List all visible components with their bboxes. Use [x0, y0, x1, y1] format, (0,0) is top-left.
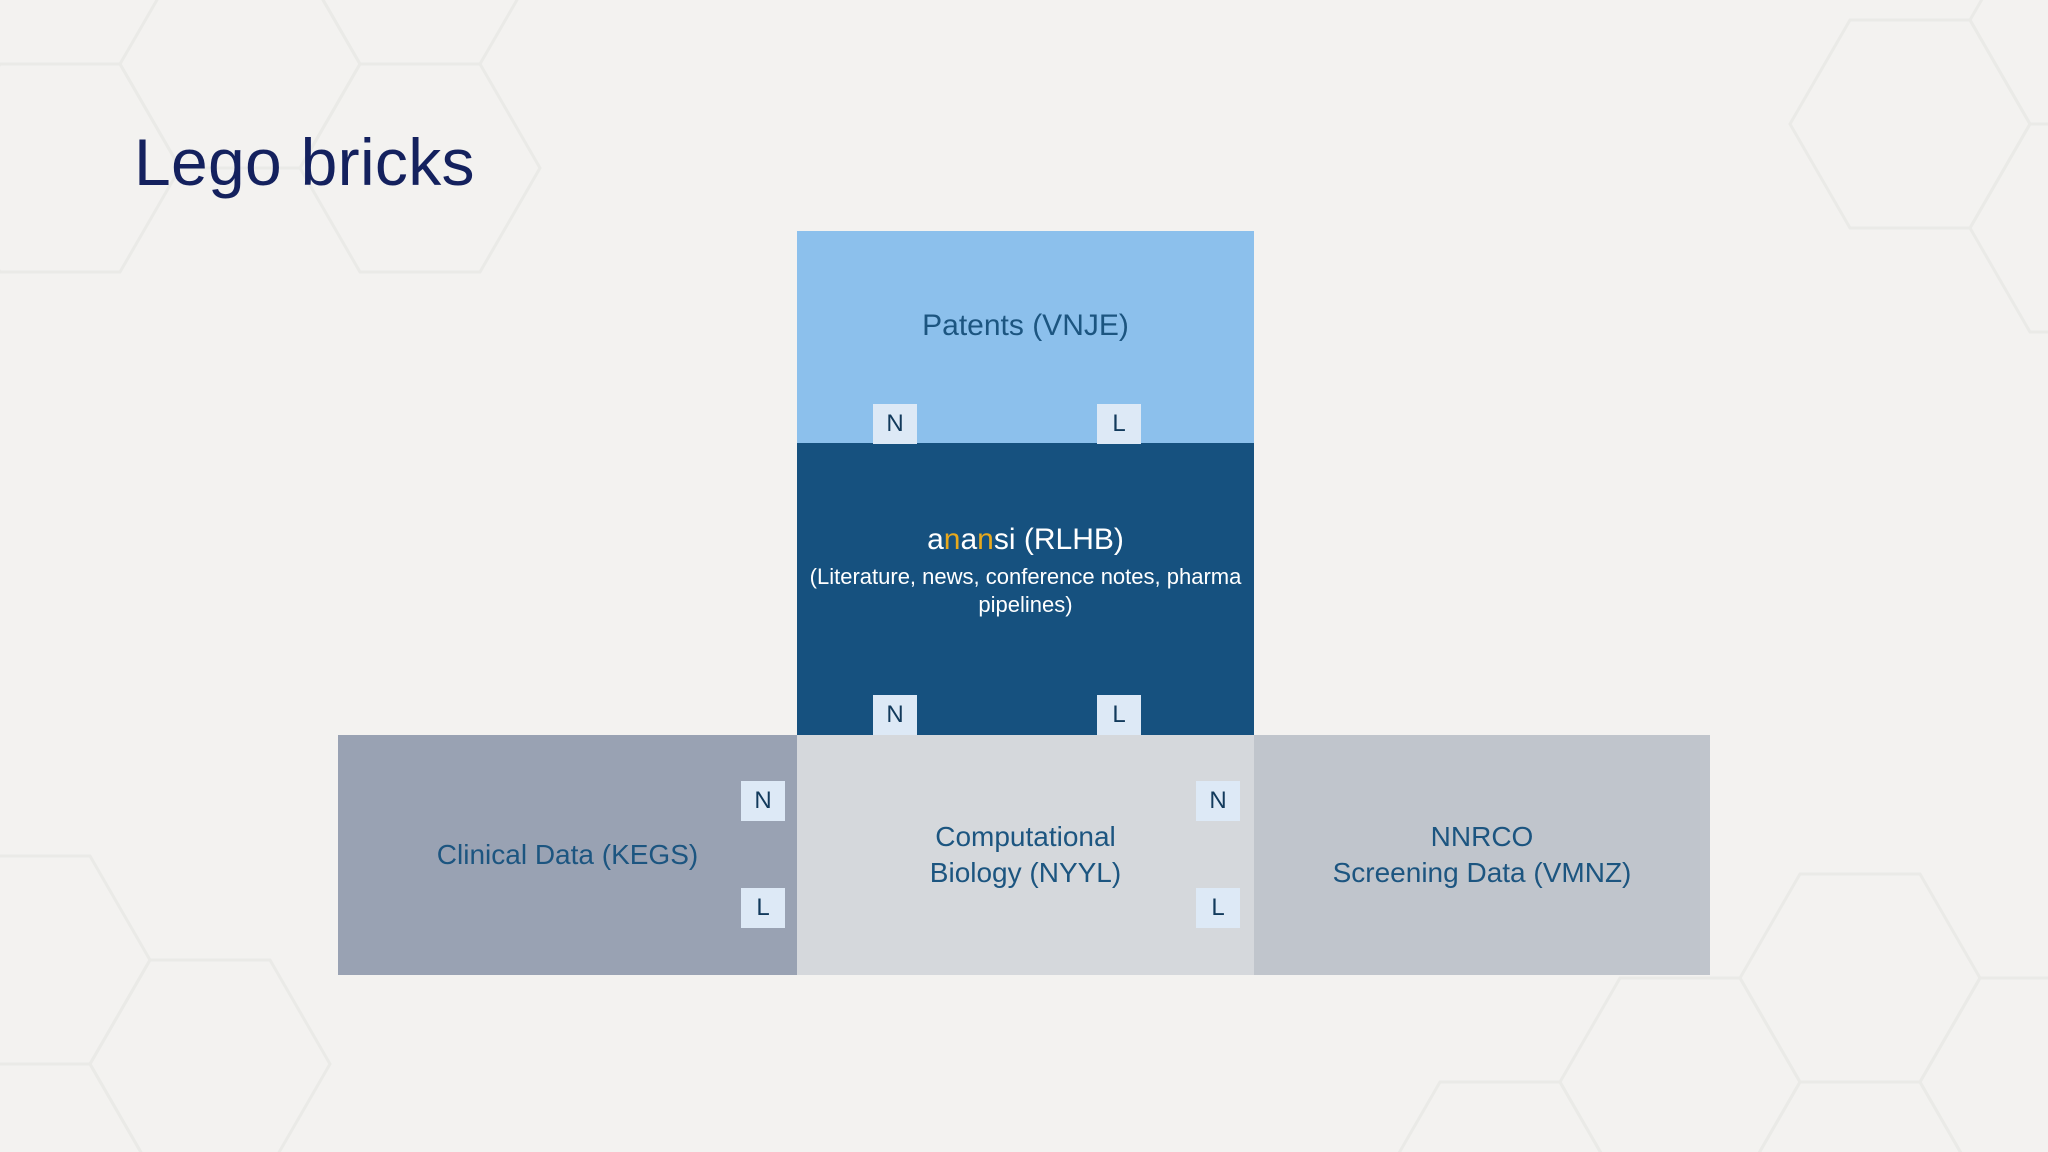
- brick-anansi-subtitle: (Literature, news, conference notes, pha…: [809, 563, 1242, 618]
- stud-clinical-compbio-n[interactable]: N: [741, 781, 785, 821]
- compbio-line-1: Computational: [935, 821, 1116, 853]
- brick-clinical-data-label: Clinical Data (KEGS): [436, 839, 699, 871]
- compbio-line-2: Biology (NYYL): [929, 857, 1122, 888]
- screening-line-1: NNRCO: [1430, 821, 1534, 853]
- stud-patents-anansi-n[interactable]: N: [873, 404, 917, 444]
- anansi-letter-n1: n: [943, 523, 961, 557]
- brick-patents[interactable]: Patents (VNJE): [797, 231, 1254, 444]
- anansi-letter-n2: n: [977, 523, 994, 557]
- brick-clinical-data[interactable]: Clinical Data (KEGS): [338, 735, 797, 975]
- stud-compbio-screening-n[interactable]: N: [1196, 781, 1240, 821]
- stud-clinical-compbio-l[interactable]: L: [741, 888, 785, 928]
- stud-patents-anansi-l[interactable]: L: [1097, 404, 1141, 444]
- stud-anansi-compbio-n[interactable]: N: [873, 695, 917, 735]
- brick-screening-data-label: NNRCO Screening Data (VMNZ): [1319, 819, 1646, 891]
- brick-screening-data[interactable]: NNRCO Screening Data (VMNZ): [1254, 735, 1710, 975]
- anansi-letter-rest: si (RLHB): [993, 523, 1124, 557]
- brick-patents-label: Patents (VNJE): [922, 309, 1129, 343]
- anansi-letter-a2: a: [960, 523, 978, 557]
- brick-anansi-title: anansi (RLHB): [927, 522, 1124, 559]
- anansi-letter-a1: a: [927, 523, 944, 557]
- stud-compbio-screening-l[interactable]: L: [1196, 888, 1240, 928]
- stud-anansi-compbio-l[interactable]: L: [1097, 695, 1141, 735]
- screening-line-2: Screening Data (VMNZ): [1332, 857, 1632, 888]
- page-title: Lego bricks: [134, 125, 475, 199]
- brick-anansi[interactable]: anansi (RLHB) (Literature, news, confere…: [797, 443, 1254, 735]
